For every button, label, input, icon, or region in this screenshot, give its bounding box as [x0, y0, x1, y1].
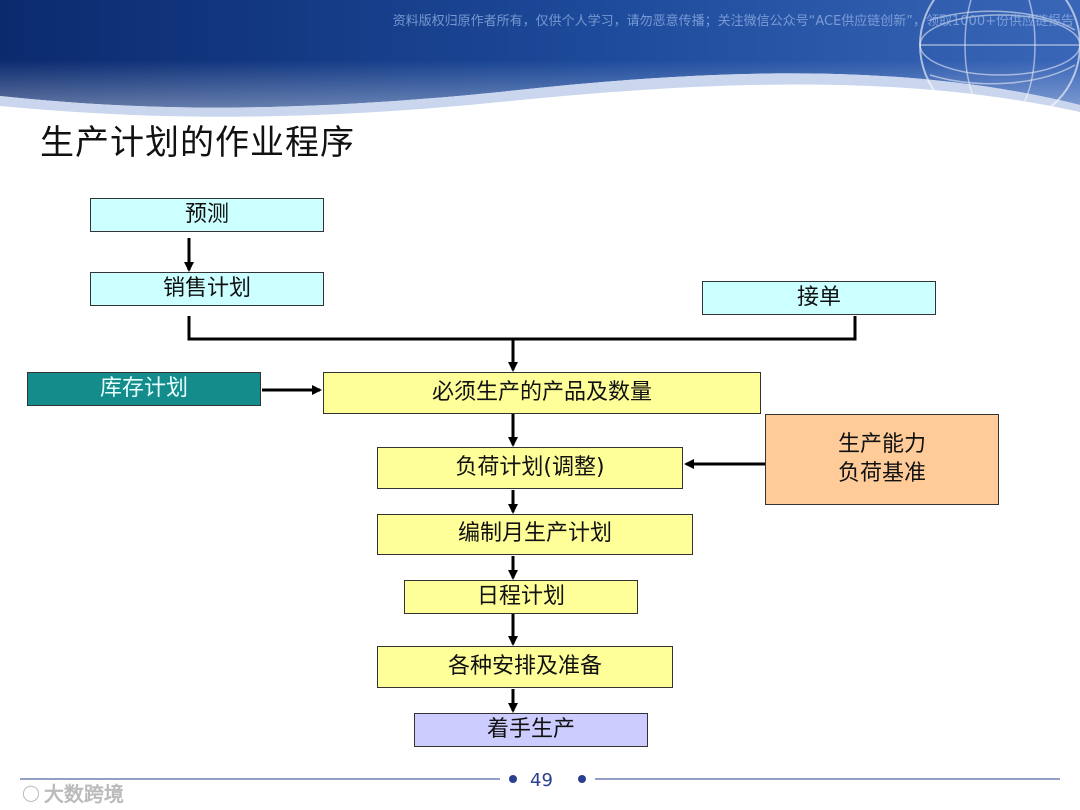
footer-logo: ◯ 大数跨境: [22, 778, 124, 807]
weibo-icon: ◯: [22, 783, 40, 802]
page-number: 49: [530, 770, 553, 791]
node-required-quantity: 必须生产的产品及数量: [323, 372, 761, 414]
node-capacity-line1: 生产能力: [837, 431, 926, 457]
node-arrangements: 各种安排及准备: [377, 646, 673, 688]
node-forecast-label: 预测: [184, 201, 229, 227]
node-start-production-label: 着手生产: [486, 716, 575, 742]
node-arrangements-label: 各种安排及准备: [447, 653, 602, 679]
globe-icon: [919, 0, 1080, 126]
node-sales-plan-label: 销售计划: [162, 275, 251, 301]
footer-divider: [20, 775, 1060, 783]
page-title: 生产计划的作业程序: [40, 123, 355, 163]
node-capacity: 生产能力 负荷基准: [765, 414, 999, 505]
node-capacity-line2: 负荷基准: [837, 460, 926, 486]
node-inventory-plan-label: 库存计划: [99, 375, 188, 401]
node-orders-label: 接单: [796, 284, 841, 310]
watermark-text: 资料版权归原作者所有，仅供个人学习，请勿恶意传播；关注微信公众号“ACE供应链创…: [392, 14, 1074, 29]
footer-logo-text: 大数跨境: [43, 782, 124, 806]
node-required-quantity-label: 必须生产的产品及数量: [431, 379, 652, 405]
node-load-plan: 负荷计划(调整): [377, 447, 683, 489]
node-daily-schedule: 日程计划: [404, 580, 638, 614]
node-monthly-plan: 编制月生产计划: [377, 514, 693, 555]
node-daily-schedule-label: 日程计划: [476, 583, 565, 609]
line-orders-merge: [513, 316, 857, 341]
line-sales-merge: [187, 316, 513, 341]
node-load-plan-label: 负荷计划(调整): [455, 454, 605, 480]
header-banner: [0, 0, 1080, 126]
node-start-production: 着手生产: [414, 713, 648, 747]
node-monthly-plan-label: 编制月生产计划: [457, 521, 612, 547]
node-sales-plan: 销售计划: [90, 272, 324, 306]
node-orders: 接单: [702, 281, 936, 315]
node-inventory-plan: 库存计划: [27, 372, 261, 406]
node-forecast: 预测: [90, 198, 324, 232]
